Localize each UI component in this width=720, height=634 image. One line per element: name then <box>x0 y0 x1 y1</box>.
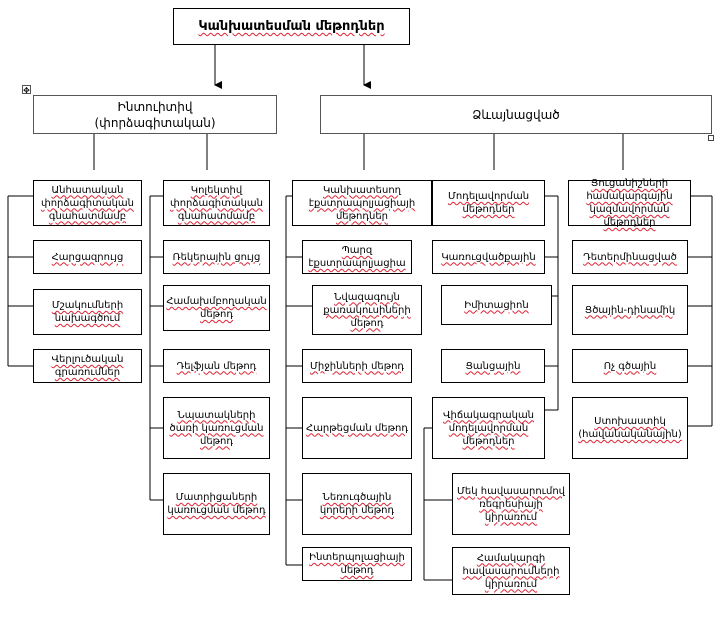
method-simple-extrapolation: Պարզ էքստրապոլյացիա <box>302 240 412 274</box>
resize-handle[interactable] <box>708 135 714 141</box>
category-intuitive: Ինտուիտիվ (փորձագիտական) <box>33 95 277 134</box>
move-handle-icon[interactable]: ✥ <box>22 85 31 95</box>
method-delphi: Դելֆյան մեթոդ <box>163 349 270 383</box>
method-brainstorm: Համախմբողական մեթոդ <box>163 285 270 331</box>
method-single-equation-regression: Մեկ հավասարումով ռեգրեսիայի կիրառում <box>452 473 570 535</box>
category-formal: Ձևայնացված <box>320 95 712 134</box>
method-scenario: Վերլուծական գրառումներ <box>33 349 142 383</box>
method-curves: Նեռուգծային կորերի մեթոդ <box>302 473 412 535</box>
method-nonlinear: Ոչ գծային <box>572 349 688 383</box>
method-interpolation: Ինտերպոլացիայի մեթոդ <box>302 547 412 581</box>
method-linear-dynamic: Ցծային-դինամիկ <box>572 285 688 335</box>
method-smoothing: Հարթեցման մեթոդ <box>302 397 412 459</box>
header-individual: Անհատական փորձագիտական գնահատմամբ <box>33 180 142 226</box>
method-analytical-notes: Մշակումների նախագծում <box>33 289 142 335</box>
method-matrix-construction: Մատրիցաների կառուցման մեթոդ <box>163 473 270 535</box>
method-statistical-modeling: Վիճակագրական մոդելավորման մեթոդներ <box>432 397 545 459</box>
method-deterministic: Դետերմինացված <box>572 240 688 274</box>
method-interview: Հարցազրույց <box>33 240 142 274</box>
method-imitation: Իմիտացիոն <box>441 285 552 325</box>
method-least-squares: Նվազագույն քառակուսիների մեթոդ <box>312 285 422 335</box>
method-goal-tree: Նպատակների ծառի կառուցման մեթոդ <box>163 397 270 459</box>
method-stochastic: Ստոխաստիկ (հավանականային) <box>572 397 688 459</box>
diagram-title: Կանխատեսման մեթոդներ <box>173 8 410 45</box>
header-extrapolation: Կանխատեսող էքստրապոլյացիայի մեթոդներ <box>292 180 432 226</box>
header-systemic: Ցուցանիշների համակարգային կազմավորման մե… <box>568 178 691 228</box>
method-structural: Կառուցվածքային <box>432 240 545 274</box>
method-commission: Ռեկերային ցույց <box>163 240 270 274</box>
method-network: Ցանցային <box>441 349 545 383</box>
method-system-equations: Համակարգի հավասարումների կիրառում <box>452 547 570 595</box>
header-collective: Կոլեկտիվ փորձագիտական գնահատմամբ <box>163 180 270 226</box>
header-modeling: Մոդելավորման մեթոդներ <box>432 180 545 226</box>
method-averages: Միջինների մեթոդ <box>302 349 412 383</box>
